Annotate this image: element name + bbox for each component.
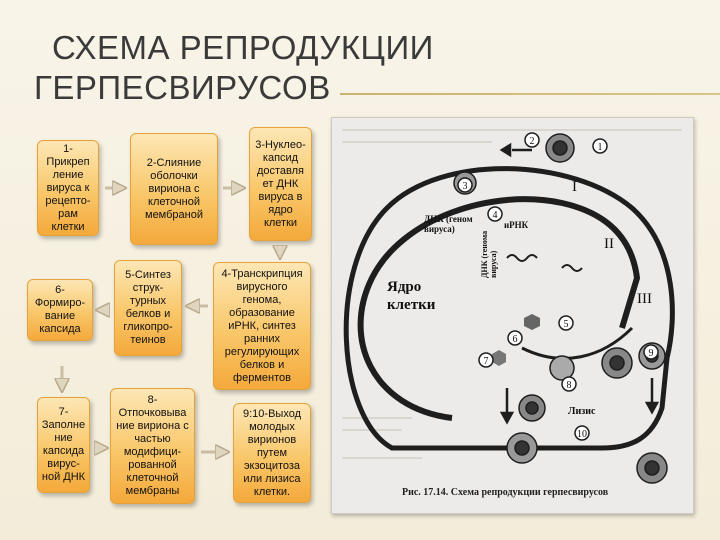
- marker-7: 7: [484, 356, 489, 367]
- figure-caption: Рис. 17.14. Схема репродукции герпесвиру…: [402, 487, 609, 498]
- step-6-text: 6-Формиро-вание капсида: [34, 284, 86, 335]
- marker-10: 10: [577, 429, 587, 440]
- step-7-box: 7-Заполне ние капсида вирус-ной ДНК: [37, 397, 90, 493]
- dna-vertical-label: ДНК (генома вируса): [480, 230, 498, 278]
- figure-drawing: 1 2 3 4 5 6 7 8 9 10 I II III: [342, 129, 682, 484]
- stage-markers: 1 2 3 4 5 6 7 8 9 10: [457, 132, 659, 441]
- marker-1: 1: [598, 142, 603, 153]
- step-2-text: 2-Слияние оболочки вириона с клеточной м…: [145, 156, 203, 221]
- step-8-box: 8-Отпочковыва ние вириона с частью модиф…: [110, 388, 195, 504]
- marker-5: 5: [564, 319, 569, 330]
- dna-strand: [506, 254, 583, 272]
- stage-roman-2: II: [604, 236, 614, 252]
- mrna-label: иРНК: [504, 220, 529, 230]
- title-line-2: герпесвирусов: [34, 69, 331, 106]
- marker-9: 9: [649, 348, 654, 359]
- step-9-text: 9:10-Выход молодых вирионов путем экзоци…: [243, 407, 301, 498]
- step-1-text: 1-Прикреп ление вируса к рецепто-рам кле…: [45, 142, 91, 233]
- marker-6: 6: [513, 334, 518, 345]
- step-5-text: 5-Синтез струк-турных белков и гликопро-…: [123, 269, 173, 346]
- step-3-text: 3-Нуклео-капсид доставля ет ДНК вируса в…: [255, 138, 306, 229]
- step-3-box: 3-Нуклео-капсид доставля ет ДНК вируса в…: [249, 127, 312, 241]
- cell-membrane: [343, 166, 675, 451]
- marker-8: 8: [567, 380, 572, 391]
- nucleus-label: Ядро клетки: [387, 279, 436, 313]
- lysis-label: Лизис: [568, 406, 596, 417]
- nucleus-membrane: [357, 196, 641, 421]
- step-1-box: 1-Прикреп ление вируса к рецепто-рам кле…: [37, 140, 99, 236]
- marker-2: 2: [530, 136, 535, 147]
- step-5-box: 5-Синтез струк-турных белков и гликопро-…: [114, 260, 182, 356]
- capsid-1: [524, 314, 540, 330]
- arrows-layer: [0, 0, 330, 540]
- step-4-box: 4-Транскрипция вирусного генома, образов…: [213, 262, 311, 390]
- slide-title: Схема репродукции герпесвирусов: [34, 28, 454, 108]
- title-line-1: Схема репродукции: [52, 29, 434, 66]
- virions: [453, 133, 668, 484]
- step-9-box: 9:10-Выход молодых вирионов путем экзоци…: [233, 403, 311, 503]
- stage-roman-3: III: [637, 291, 652, 307]
- step-2-box: 2-Слияние оболочки вириона с клеточной м…: [130, 133, 218, 245]
- step-7-text: 7-Заполне ние капсида вирус-ной ДНК: [41, 406, 86, 483]
- herpes-reproduction-figure: 1 2 3 4 5 6 7 8 9 10 I II III Ядро клетк…: [331, 117, 694, 514]
- title-rule: [340, 93, 720, 95]
- dna-label: ДНК (геном вируса): [424, 214, 473, 234]
- step-4-text: 4-Транскрипция вирусного генома, образов…: [221, 267, 303, 384]
- marker-3: 3: [463, 181, 468, 192]
- marker-4: 4: [493, 210, 498, 221]
- capsid-2: [492, 350, 506, 366]
- step-8-text: 8-Отпочковыва ние вириона с частью модиф…: [116, 394, 189, 497]
- stage-roman-1: I: [572, 179, 577, 195]
- step-6-box: 6-Формиро-вание капсида: [27, 279, 93, 341]
